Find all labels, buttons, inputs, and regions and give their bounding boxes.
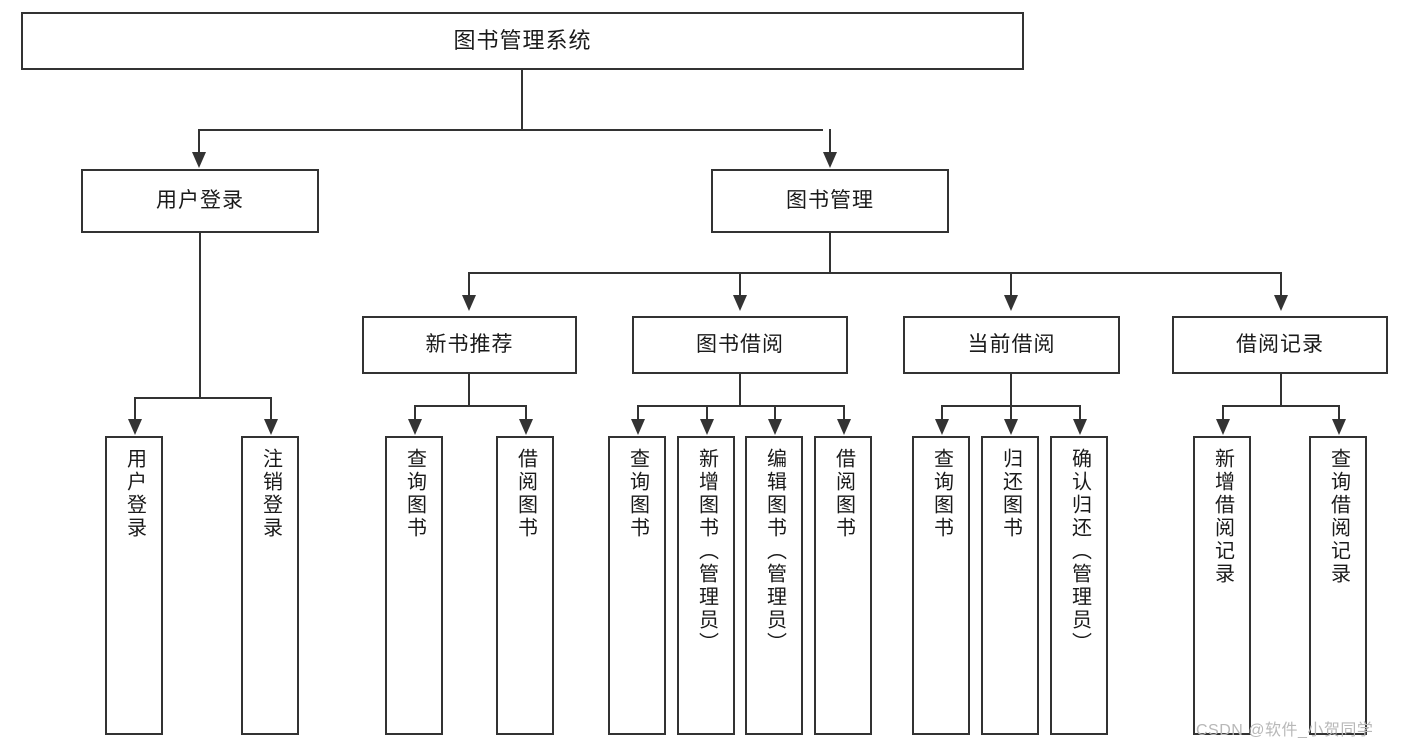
connector-user-login-to-leaf-2 [270,397,272,420]
arrowhead-to-leaf-add-book [700,419,714,435]
node-label: 借阅图书 [832,448,855,540]
node-label: 新增图书（管理员） [695,448,718,655]
node-label: 归还图书 [999,448,1022,540]
arrowhead-to-user-login [192,152,206,168]
connector-book-borrow-to-leaf-4 [843,405,845,420]
node-borrow-record[interactable]: 借阅记录 [1172,316,1388,374]
node-label: 借阅记录 [1236,333,1324,357]
connector-book-manage-to-book-borrow [739,272,741,296]
node-book-borrow[interactable]: 图书借阅 [632,316,848,374]
connector-book-manage-to-current-borrow [1010,272,1012,296]
connector-borrow-record-to-leaf-2 [1338,405,1340,420]
connector-borrow-record-stem [1280,374,1282,407]
node-leaf-return-book[interactable]: 归还图书 [981,436,1039,735]
arrowhead-to-new-book-recommend [462,295,476,311]
node-leaf-query-book-2[interactable]: 查询图书 [608,436,666,735]
node-user-login[interactable]: 用户登录 [81,169,319,233]
node-new-book-recommend[interactable]: 新书推荐 [362,316,577,374]
connector-user-login-bus [134,397,271,399]
connector-root-to-book-manage [829,129,831,153]
node-label: 图书管理系统 [453,27,592,53]
node-label: 用户登录 [123,448,146,540]
connector-book-manage-to-borrow-record [1280,272,1282,296]
connector-user-login-to-leaf-1 [134,397,136,420]
arrowhead-to-leaf-return-book [1004,419,1018,435]
node-label: 注销登录 [259,448,282,540]
node-leaf-logout[interactable]: 注销登录 [241,436,299,735]
node-label: 用户登录 [156,189,244,213]
connector-root-to-user-login [198,129,200,153]
arrowhead-to-leaf-query-book-1 [408,419,422,435]
connector-current-borrow-to-leaf-1 [941,405,943,420]
connector-book-borrow-stem [739,374,741,407]
connector-book-manage-bus [468,272,1280,274]
arrowhead-to-book-manage [823,152,837,168]
arrowhead-to-borrow-record [1274,295,1288,311]
node-label: 确认归还（管理员） [1068,448,1091,655]
connector-book-borrow-to-leaf-1 [637,405,639,420]
arrowhead-to-book-borrow [733,295,747,311]
connector-current-borrow-to-leaf-3 [1079,405,1081,420]
node-leaf-query-book-1[interactable]: 查询图书 [385,436,443,735]
node-label: 图书管理 [786,189,874,213]
arrowhead-to-current-borrow [1004,295,1018,311]
node-root-book-management-system[interactable]: 图书管理系统 [21,12,1024,70]
arrowhead-to-leaf-logout [264,419,278,435]
node-leaf-add-record[interactable]: 新增借阅记录 [1193,436,1251,735]
node-label: 借阅图书 [514,448,537,540]
node-label: 新增借阅记录 [1211,448,1234,586]
node-label: 当前借阅 [967,333,1056,357]
node-leaf-borrow-book-1[interactable]: 借阅图书 [496,436,554,735]
connector-book-borrow-to-leaf-3 [774,405,776,420]
arrowhead-to-leaf-user-login [128,419,142,435]
node-leaf-confirm-return[interactable]: 确认归还（管理员） [1050,436,1108,735]
arrowhead-to-leaf-add-record [1216,419,1230,435]
node-label: 查询图书 [403,448,426,540]
node-leaf-query-record[interactable]: 查询借阅记录 [1309,436,1367,735]
node-label: 图书借阅 [696,333,784,357]
arrowhead-to-leaf-borrow-book-2 [837,419,851,435]
connector-root-stem [521,70,523,130]
node-label: 查询借阅记录 [1327,448,1350,586]
connector-book-manage-stem [829,233,831,274]
connector-root-bus [198,129,823,131]
node-label: 查询图书 [930,448,953,540]
connector-book-manage-to-new-book [468,272,470,296]
node-label: 查询图书 [626,448,649,540]
node-book-manage[interactable]: 图书管理 [711,169,949,233]
node-leaf-user-login[interactable]: 用户登录 [105,436,163,735]
node-label: 编辑图书（管理员） [763,448,786,655]
node-leaf-borrow-book-2[interactable]: 借阅图书 [814,436,872,735]
connector-user-login-stem [199,233,201,398]
node-leaf-query-book-3[interactable]: 查询图书 [912,436,970,735]
connector-book-borrow-bus [637,405,844,407]
arrowhead-to-leaf-confirm-return [1073,419,1087,435]
node-current-borrow[interactable]: 当前借阅 [903,316,1120,374]
arrowhead-to-leaf-edit-book [768,419,782,435]
connector-new-book-stem [468,374,470,407]
node-leaf-edit-book[interactable]: 编辑图书（管理员） [745,436,803,735]
connector-book-borrow-to-leaf-2 [706,405,708,420]
connector-borrow-record-bus [1222,405,1339,407]
arrowhead-to-leaf-borrow-book-1 [519,419,533,435]
connector-new-book-bus [414,405,526,407]
csdn-watermark: CSDN @软件_小贺同学 [1196,722,1374,739]
connector-new-book-to-leaf-2 [525,405,527,420]
arrowhead-to-leaf-query-book-2 [631,419,645,435]
node-label: 新书推荐 [425,333,514,357]
connector-current-borrow-stem [1010,374,1012,407]
arrowhead-to-leaf-query-record [1332,419,1346,435]
arrowhead-to-leaf-query-book-3 [935,419,949,435]
connector-current-borrow-to-leaf-2 [1010,405,1012,420]
node-leaf-add-book[interactable]: 新增图书（管理员） [677,436,735,735]
connector-new-book-to-leaf-1 [414,405,416,420]
connector-borrow-record-to-leaf-1 [1222,405,1224,420]
